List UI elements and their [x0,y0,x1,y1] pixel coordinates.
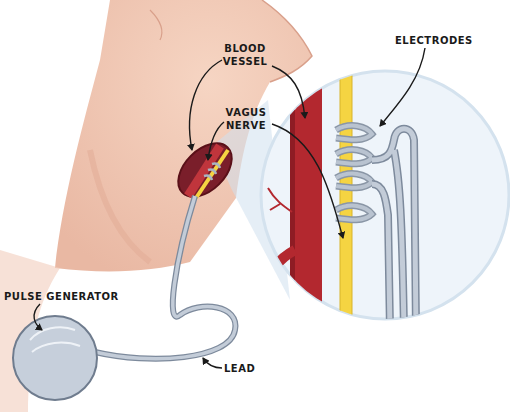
part-label: PULSE GENERATOR [4,290,134,303]
ear-line [150,10,162,40]
vessel-branch [262,250,295,300]
electrode-coils [336,126,372,220]
leader-arrow [272,66,305,118]
chin-line [262,0,312,82]
incision-electrodes [204,164,220,181]
leader-arrow [380,48,425,126]
neck-shadow [90,150,150,262]
vessel [290,60,322,340]
vessel-edge [290,60,295,340]
part-label: LEAD [224,362,274,375]
leader-arrows [34,48,425,368]
leader-arrow [34,304,42,330]
leader-arrow [190,60,222,150]
incision [168,133,242,207]
small-branch [268,188,292,212]
leader-arrow [208,122,224,160]
zoom-lead [372,129,416,330]
lead-wire [95,196,235,359]
incision-nerve [196,150,228,198]
lead-wire-light [95,196,235,359]
small-branch [256,260,272,278]
nerve [340,60,352,340]
zoom-lead-light [372,129,416,330]
leader-arrow [272,124,343,238]
electrode-coils-light [336,126,372,220]
pulse-generator [13,316,97,400]
part-label: ELECTRODES [395,34,495,47]
part-label: VAGUS NERVE [218,106,274,132]
zoom-content [256,60,416,340]
leader-arrow [203,358,222,368]
part-label: BLOOD VESSEL [216,42,274,68]
generator-highlight [30,327,80,352]
